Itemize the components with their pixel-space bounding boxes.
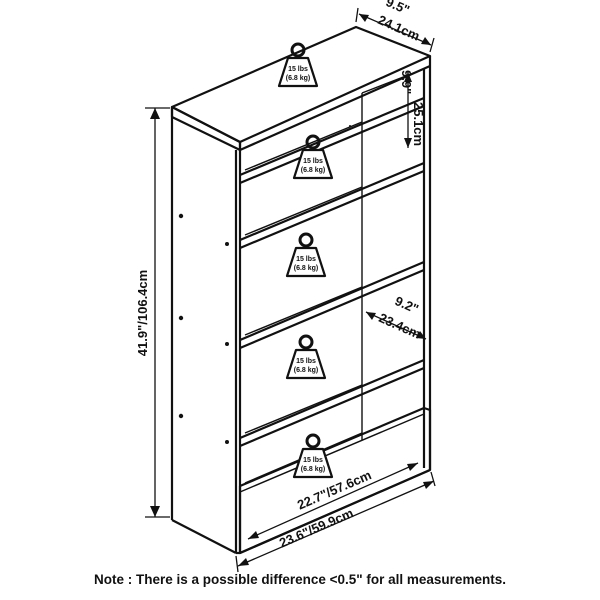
depth-inner-label: 9.2" [393,293,421,317]
weight-kg: (6.8 kg) [294,367,319,374]
weight-icon-shelf-1: 15 lbs (6.8 kg) [292,134,334,180]
bookcase-frame [170,25,432,555]
weight-lbs: 15 lbs [296,358,316,365]
weight-lbs: 15 lbs [303,158,323,165]
cam-hole [178,315,184,321]
cam-hole [349,125,351,127]
depth-outer-metric-label: 24.1cm [376,12,422,44]
weight-icon-top: 15 lbs (6.8 kg) [277,42,319,88]
weight-kg: (6.8 kg) [286,75,311,82]
cam-hole [225,342,229,346]
weight-lbs: 15 lbs [288,66,308,73]
weight-icon-shelf-3: 15 lbs (6.8 kg) [285,334,327,380]
shelf-2 [239,161,425,250]
weight-lbs: 15 lbs [303,457,323,464]
cam-hole [225,242,229,246]
depth-inner-metric-label: 23.4cm [377,310,423,342]
weight-lbs: 15 lbs [296,256,316,263]
weight-icon-shelf-4: 15 lbs (6.8 kg) [292,433,334,479]
shelf-gap-metric-label: 25.1cm [411,102,426,146]
cam-hole [225,440,229,444]
cam-hole [178,413,184,419]
cam-hole [178,213,184,219]
top-panel-front-edge [170,105,242,152]
shelf-gap-dimension: 9.9" 25.1cm [399,70,426,148]
weight-kg: (6.8 kg) [301,167,326,174]
weight-icon-shelf-2: 15 lbs (6.8 kg) [285,232,327,278]
depth-outer-dimension: 9.5" 24.1cm [355,0,435,53]
shelf-1 [239,96,425,185]
shelf-4 [239,358,425,448]
weight-kg: (6.8 kg) [294,265,319,272]
weight-kg: (6.8 kg) [301,466,326,473]
height-dimension: 41.9"/106.4cm [135,107,170,518]
measurement-note: Note : There is a possible difference <0… [94,572,506,587]
height-label: 41.9"/106.4cm [135,270,150,356]
shelf-gap-label: 9.9" [399,70,414,94]
depth-inner-dimension: 9.2" 23.4cm [365,293,427,342]
width-outer-label: 23.6"/59.9cm [277,505,356,550]
bottom-base [238,406,432,555]
shelf-3 [239,260,425,350]
